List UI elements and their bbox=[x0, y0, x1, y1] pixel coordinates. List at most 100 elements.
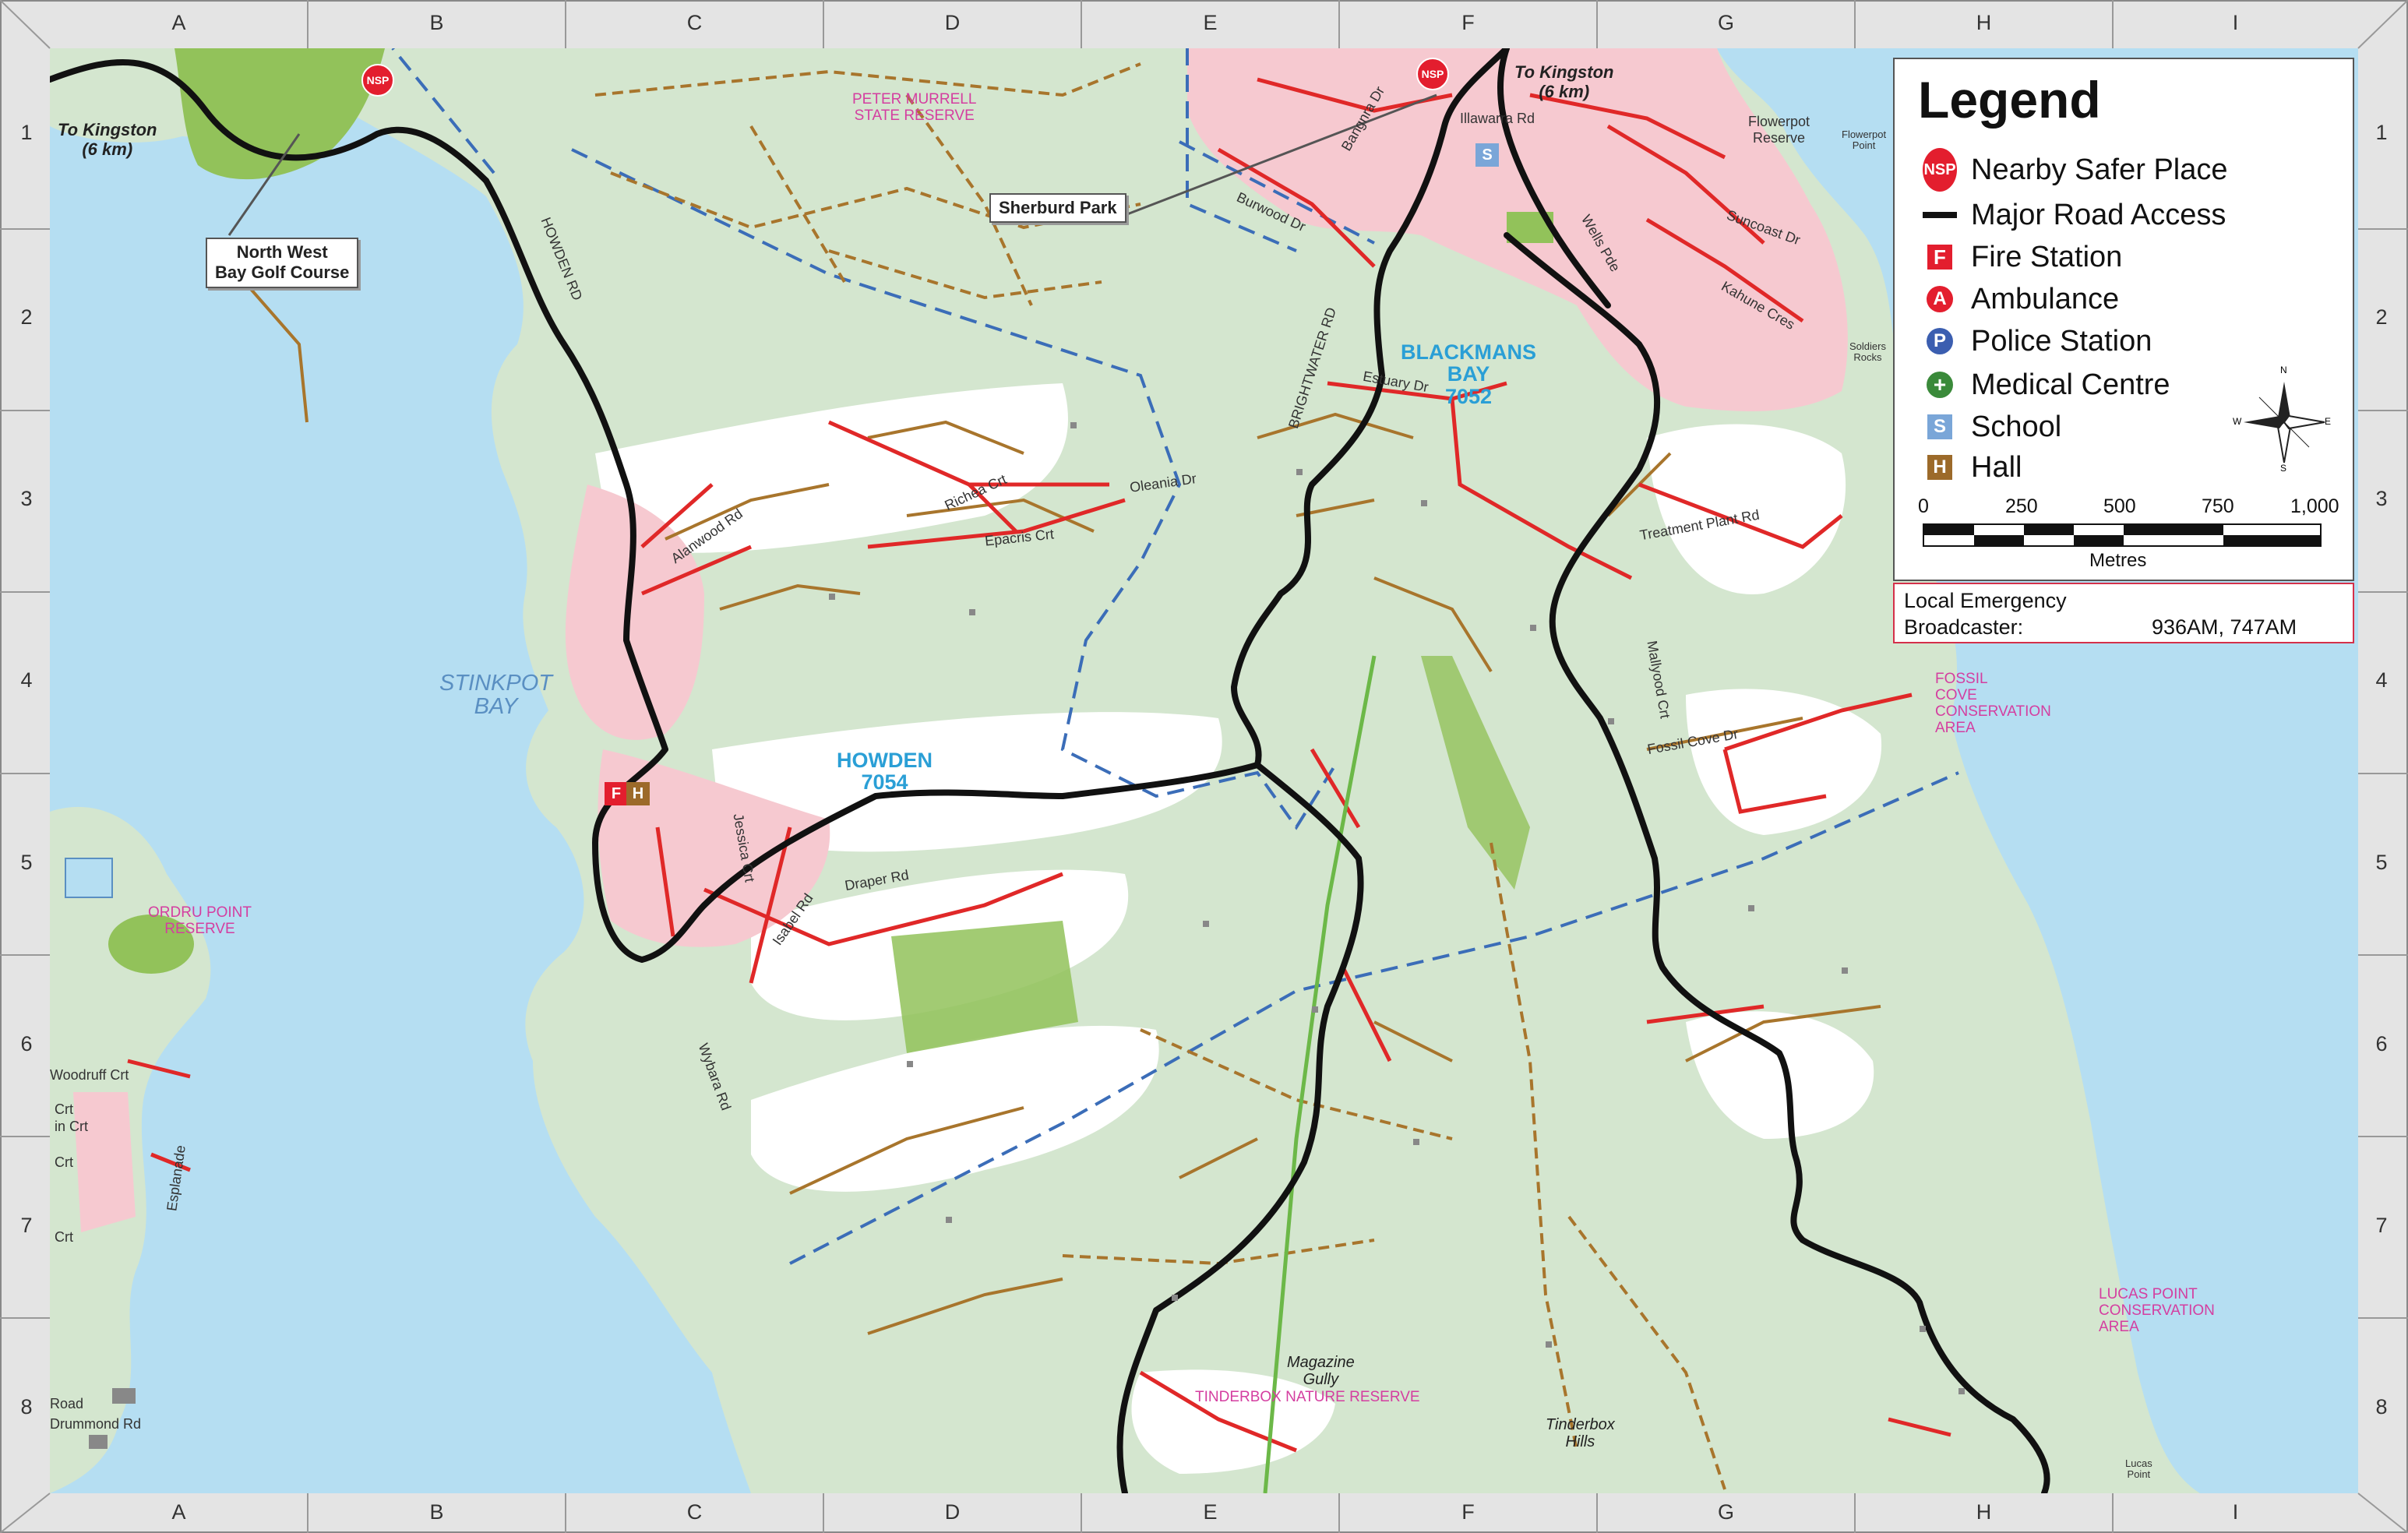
lucas-point-place-line1: Lucas bbox=[2125, 1457, 2152, 1469]
lucas-point-line3: AREA bbox=[2099, 1318, 2139, 1335]
grid-row-1-left: 1 bbox=[20, 121, 33, 144]
fossil-cove-line2: COVE bbox=[1935, 686, 1977, 703]
ordru-line2: RESERVE bbox=[164, 920, 235, 937]
legend-label-hall: Hall bbox=[1971, 450, 2022, 484]
brightwater-road bbox=[1116, 855, 1364, 1493]
golf-callout-line2: Bay Golf Course bbox=[215, 263, 350, 283]
blackmans-bay-locality-label: BLACKMANS BAY 7052 bbox=[1401, 341, 1536, 407]
compass-n: N bbox=[2280, 365, 2287, 375]
grid-row-7-right: 7 bbox=[2375, 1214, 2388, 1237]
grid-row-5-right: 5 bbox=[2375, 851, 2388, 874]
fire-station-icon[interactable]: F bbox=[605, 782, 628, 805]
grid-row-4-right: 4 bbox=[2375, 668, 2388, 692]
blackmans-name2: BAY bbox=[1447, 362, 1490, 386]
fossil-cove-line3: CONSERVATION bbox=[1935, 703, 2051, 720]
flowerpot-reserve-line1: Flowerpot bbox=[1748, 114, 1810, 129]
legend-item-medical: + Medical Centre bbox=[1923, 366, 2170, 404]
grid-row-1-right: 1 bbox=[2375, 121, 2388, 144]
grid-row-6-left: 6 bbox=[20, 1032, 33, 1055]
scale-tick-0: 0 bbox=[1918, 495, 1929, 517]
grid-col-h-bottom: H bbox=[1976, 1500, 1992, 1524]
soldiers-rocks-line1: Soldiers bbox=[1849, 340, 1886, 352]
nsp-icon-text: NSP bbox=[1923, 148, 1957, 192]
tinderbox-reserve-label: TINDERBOX NATURE RESERVE bbox=[1195, 1389, 1420, 1405]
howden-code: 7054 bbox=[861, 770, 908, 795]
legend-item-ambulance: A Ambulance bbox=[1923, 280, 2119, 318]
ambulance-icon-text: A bbox=[1927, 286, 1953, 312]
fire-station-legend-icon: F bbox=[1923, 245, 1957, 270]
blackmans-name: BLACKMANS bbox=[1401, 340, 1536, 364]
grid-col-b-top: B bbox=[429, 11, 444, 34]
stinkpot-bay-line1: STINKPOT bbox=[439, 671, 553, 696]
fossil-cove-label: FOSSIL COVE CONSERVATION AREA bbox=[1935, 671, 2051, 737]
map-canvas[interactable]: To Kingston (6 km) To Kingston (6 km) No… bbox=[50, 48, 2358, 1493]
compass-e: E bbox=[2325, 416, 2332, 427]
lucas-point-label: LUCAS POINT CONSERVATION AREA bbox=[2099, 1286, 2215, 1336]
grid-row-7-left: 7 bbox=[20, 1214, 33, 1237]
to-kingston-west-label: To Kingston (6 km) bbox=[58, 120, 157, 160]
howden-urban-north bbox=[565, 485, 704, 740]
tinderbox-hills-line2: Hills bbox=[1565, 1433, 1595, 1450]
grid-col-f-bottom: F bbox=[1461, 1500, 1475, 1524]
grid-col-h-top: H bbox=[1976, 11, 1992, 34]
howden-road bbox=[483, 178, 707, 963]
grid-col-d-bottom: D bbox=[944, 1500, 961, 1524]
estuary-road-major bbox=[1504, 232, 2050, 1493]
police-icon-text: P bbox=[1927, 328, 1953, 354]
howden-main-road bbox=[701, 762, 1362, 908]
peter-murrell-reserve-label: PETER MURRELL STATE RESERVE bbox=[852, 91, 977, 125]
flowerpot-reserve-line2: Reserve bbox=[1753, 130, 1806, 146]
scale-bar bbox=[1923, 523, 2322, 547]
howden-name: HOWDEN bbox=[837, 749, 933, 772]
school-icon[interactable]: S bbox=[1475, 143, 1499, 167]
nsp-icon: NSP bbox=[1923, 148, 1957, 192]
peter-murrell-line1: PETER MURRELL bbox=[852, 91, 977, 107]
grid-col-a-top: A bbox=[171, 11, 186, 34]
grid-row-8-right: 8 bbox=[2375, 1395, 2388, 1418]
road-label-road: Road bbox=[50, 1396, 84, 1411]
magazine-gully-label: Magazine Gully bbox=[1287, 1354, 1355, 1388]
nsp-golf-course-icon[interactable]: NSP bbox=[361, 64, 394, 97]
grid-row-8-left: 8 bbox=[20, 1395, 33, 1418]
to-kingston-east-line2: (6 km) bbox=[1539, 82, 1590, 102]
grid-row-4-left: 4 bbox=[20, 668, 33, 692]
legend-item-fire: F Fire Station bbox=[1923, 238, 2122, 276]
legend-label-medical: Medical Centre bbox=[1971, 368, 2170, 401]
ordru-point-label: ORDRU POINT RESERVE bbox=[148, 904, 252, 938]
scale-tick-750: 750 bbox=[2202, 495, 2234, 517]
grid-col-i-top: I bbox=[2232, 11, 2239, 34]
grid-row-3-right: 3 bbox=[2375, 487, 2388, 510]
legend-item-nsp: NSP Nearby Safer Place bbox=[1923, 148, 2228, 192]
emergency-label: Broadcaster: bbox=[1904, 615, 2024, 639]
compass-s: S bbox=[2280, 463, 2287, 474]
legend-item-police: P Police Station bbox=[1923, 322, 2152, 360]
grid-col-c-top: C bbox=[686, 11, 703, 34]
stinkpot-bay-water bbox=[50, 48, 751, 1493]
hall-icon-text: H bbox=[1927, 455, 1952, 480]
nsp-sherburd-park-icon[interactable]: NSP bbox=[1416, 58, 1449, 90]
to-kingston-west-line1: To Kingston bbox=[58, 120, 157, 139]
to-kingston-east-label: To Kingston (6 km) bbox=[1514, 62, 1614, 102]
magazine-gully-line1: Magazine bbox=[1287, 1354, 1355, 1371]
hall-icon[interactable]: H bbox=[626, 782, 650, 805]
compass-w: W bbox=[2233, 416, 2242, 427]
howden-locality-label: HOWDEN 7054 bbox=[837, 749, 933, 794]
road-label-woodruff-crt: Woodruff Crt bbox=[50, 1067, 129, 1083]
scale-tick-500: 500 bbox=[2103, 495, 2136, 517]
lucas-point-line2: CONSERVATION bbox=[2099, 1302, 2215, 1319]
flowerpot-point-line1: Flowerpot bbox=[1842, 129, 1887, 140]
soldiers-rocks-line2: Rocks bbox=[1853, 351, 1882, 364]
flowerpot-point-line2: Point bbox=[1852, 139, 1876, 152]
grid-col-g-bottom: G bbox=[1717, 1500, 1734, 1524]
stinkpot-bay-line2: BAY bbox=[474, 694, 518, 720]
road-label-crt-3: Crt bbox=[55, 1101, 73, 1117]
medical-centre-icon: + bbox=[1923, 372, 1957, 398]
blackmans-bay-road bbox=[1497, 48, 1611, 308]
soldiers-rocks-label: Soldiers Rocks bbox=[1849, 340, 1886, 364]
major-road-icon bbox=[1923, 212, 1957, 218]
grid-col-d-top: D bbox=[944, 11, 961, 34]
to-kingston-east-line1: To Kingston bbox=[1514, 62, 1614, 82]
road-label-illawarra-rd: Illawarra Rd bbox=[1460, 111, 1535, 126]
legend-panel: Legend NSP Nearby Safer Place Major Road… bbox=[1893, 58, 2354, 581]
